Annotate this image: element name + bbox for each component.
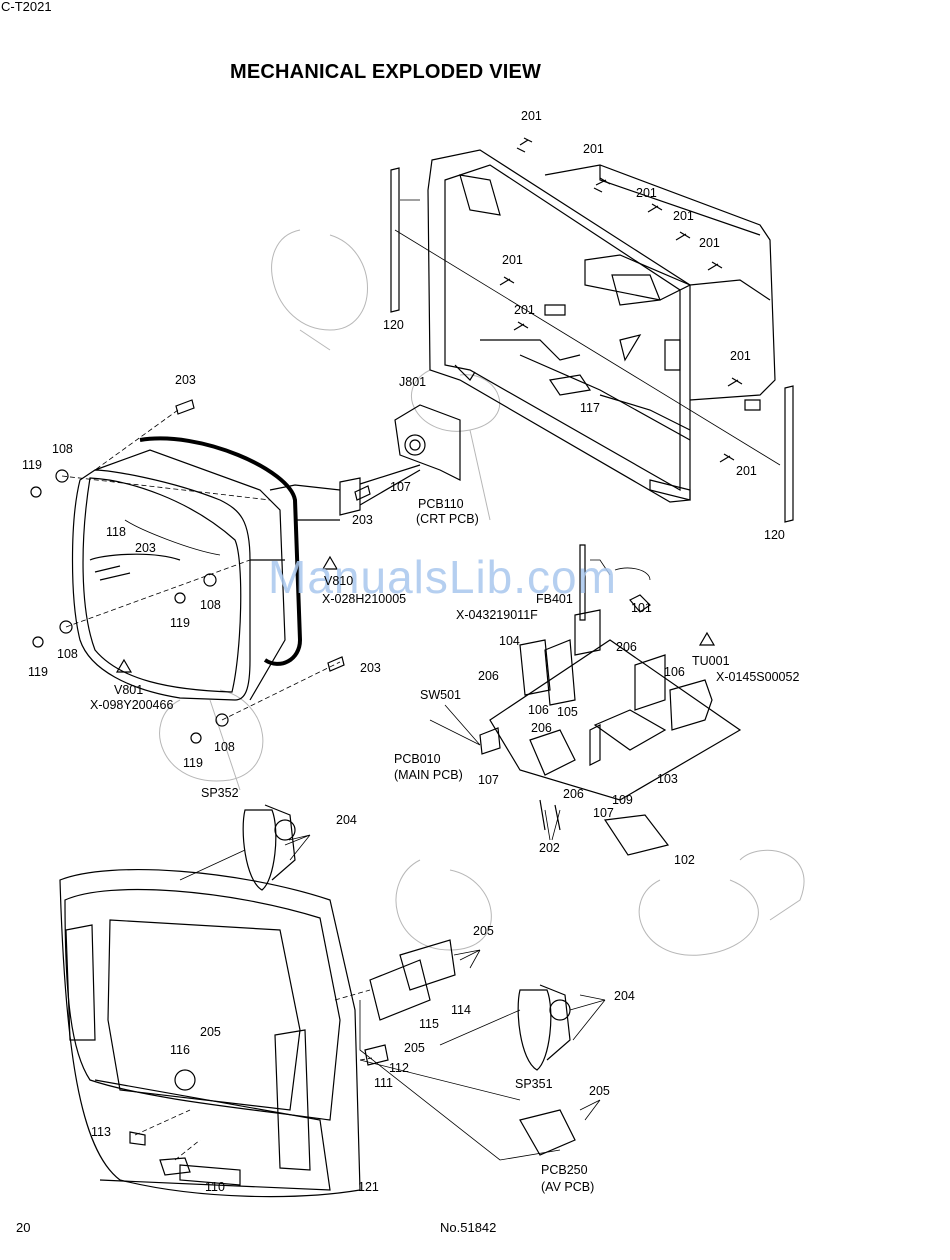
callout-label: 120	[764, 528, 785, 542]
callout-label: PCB250	[541, 1163, 588, 1177]
callout-label: 119	[183, 756, 203, 770]
callout-label: 201	[521, 109, 542, 123]
callout-label: 117	[580, 401, 600, 415]
callout-label: 109	[612, 793, 633, 807]
callout-label: V810	[324, 574, 354, 588]
av-pcb	[519, 1109, 576, 1156]
callout-label: 205	[200, 1025, 221, 1039]
callout-label: (AV PCB)	[541, 1180, 595, 1194]
control-pcb	[364, 939, 456, 1066]
callout-label: 112	[389, 1061, 409, 1075]
callout-label: PCB010	[394, 752, 441, 766]
callout-label: 115	[419, 1017, 439, 1031]
callout-label: 107	[390, 480, 411, 494]
callout-label: 111	[374, 1076, 394, 1090]
callout-label: 101	[631, 601, 652, 615]
callout-label: 201	[583, 142, 604, 156]
callout-label: 114	[451, 1003, 471, 1017]
main-pcb	[479, 544, 742, 856]
callout-label: 118	[106, 525, 126, 539]
callout-label: 204	[336, 813, 357, 827]
callout-label: 102	[674, 853, 695, 867]
callout-label: J801	[399, 375, 427, 389]
callout-label: 108	[57, 647, 78, 661]
callout-label: X-0145S00052	[716, 670, 800, 684]
callout-label: 204	[614, 989, 635, 1003]
page-title: MECHANICAL EXPLODED VIEW	[230, 61, 542, 83]
callout-label: 203	[135, 541, 156, 555]
callout-label: 108	[52, 442, 73, 456]
callout-label: X-028H210005	[322, 592, 407, 606]
callout-label: 201	[514, 303, 535, 317]
callout-label: SP352	[201, 786, 239, 800]
callout-label: 119	[28, 665, 48, 679]
rear-cabinet	[394, 149, 781, 503]
caution-triangles	[115, 555, 716, 673]
callout-label: TU001	[692, 654, 730, 668]
callout-label: 206	[478, 669, 499, 683]
callout-label: 113	[91, 1125, 111, 1139]
footer-page-number: 20	[16, 1220, 31, 1235]
screws-201	[499, 137, 743, 463]
callout-label: PCB110	[418, 497, 464, 511]
callout-label: 106	[664, 665, 685, 679]
callout-label: 103	[657, 772, 678, 786]
callout-label: 206	[616, 640, 637, 654]
callout-label: 106	[528, 703, 549, 717]
callout-label: 119	[170, 616, 190, 630]
callout-label: FB401	[536, 592, 573, 606]
strip-120-left	[390, 167, 400, 313]
callout-label: X-098Y200466	[90, 698, 174, 712]
callout-label: 107	[478, 773, 499, 787]
watermark-text: ManualsLib.com	[268, 551, 617, 603]
callout-label: (MAIN PCB)	[394, 768, 463, 782]
callout-label: X-043219011F	[456, 608, 538, 622]
callout-label: 201	[502, 253, 523, 267]
callout-label: 201	[673, 209, 694, 223]
callout-label: 107	[593, 806, 614, 820]
callout-label: (CRT PCB)	[416, 512, 479, 526]
footer-document-number: No.51842	[440, 1220, 497, 1235]
callout-label: V801	[114, 683, 144, 697]
callout-label: 201	[736, 464, 757, 478]
strip-120-right	[784, 385, 794, 523]
callout-label: 104	[499, 634, 520, 648]
crt-mount-hardware	[30, 399, 371, 744]
degauss-coil-118	[89, 553, 181, 581]
watermark-outline	[159, 229, 805, 956]
callout-label: 120	[383, 318, 404, 332]
callout-label: 201	[699, 236, 720, 250]
callout-label: 203	[175, 373, 196, 387]
header-model: C-T2021	[1, 0, 52, 14]
speaker-sp351	[517, 984, 571, 1071]
callout-label: 116	[170, 1043, 190, 1057]
callout-label: 105	[557, 705, 578, 719]
speaker-sp352	[242, 804, 296, 891]
callout-label: 108	[200, 598, 221, 612]
callout-label: 205	[404, 1041, 425, 1055]
callout-label: 119	[22, 458, 42, 472]
callout-label: 201	[730, 349, 751, 363]
callout-label: 206	[563, 787, 584, 801]
callout-label: 202	[539, 841, 560, 855]
callout-label: 121	[358, 1180, 379, 1194]
callout-label: 203	[360, 661, 381, 675]
callout-label: 205	[589, 1084, 610, 1098]
callout-label: 108	[214, 740, 235, 754]
leader-lines	[134, 704, 606, 1161]
callout-label: 203	[352, 513, 373, 527]
callout-label: SW501	[420, 688, 461, 702]
callout-label: 206	[531, 721, 552, 735]
crt-socket-j801	[394, 404, 461, 481]
callout-label: 201	[636, 186, 657, 200]
picture-tube	[71, 436, 421, 701]
callout-label: SP351	[515, 1077, 553, 1091]
callout-label: 205	[473, 924, 494, 938]
callout-label: 110	[205, 1180, 225, 1194]
